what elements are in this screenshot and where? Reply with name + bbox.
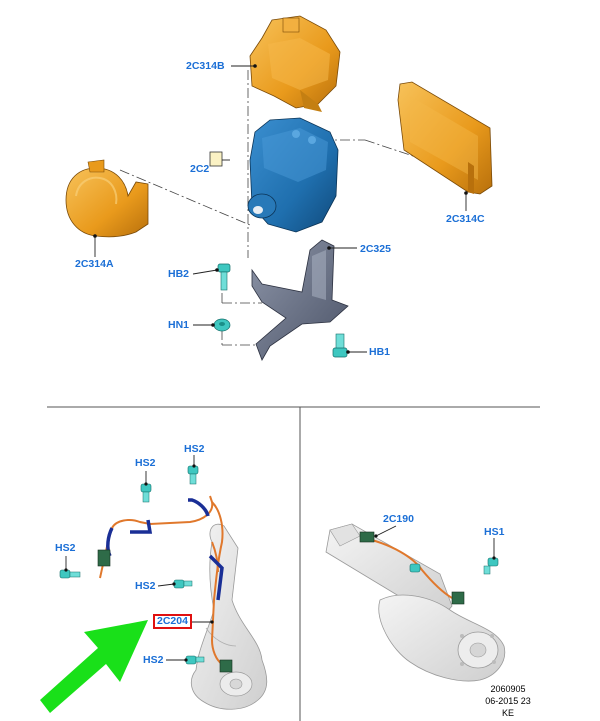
label-hb2[interactable]: HB2 xyxy=(168,268,190,280)
label-2c314c[interactable]: 2C314C xyxy=(446,213,485,225)
bracket-2c314c xyxy=(397,81,493,195)
bracket-2c314b xyxy=(249,15,341,112)
clip-hs2-a xyxy=(140,483,152,503)
rear-strut xyxy=(325,523,506,682)
label-hs2-a[interactable]: HS2 xyxy=(135,457,156,469)
label-hs2-e[interactable]: HS2 xyxy=(143,654,164,666)
bolt-hb2 xyxy=(217,263,231,291)
bracket-2c314a xyxy=(65,159,149,238)
front-knuckle xyxy=(190,523,268,710)
leader-lines-bottom-left xyxy=(64,455,214,662)
rear-speed-sensor xyxy=(359,531,465,605)
label-hs2-d[interactable]: HS2 xyxy=(135,580,156,592)
wheel-speed-harness xyxy=(97,495,233,673)
connector-tag xyxy=(209,151,223,167)
clip-hs2-d xyxy=(173,579,193,589)
mount-bracket-2c325 xyxy=(251,239,349,361)
label-2c325[interactable]: 2C325 xyxy=(360,243,391,255)
reference-line-2: 06-2015 23 xyxy=(485,696,531,706)
label-module[interactable]: 2C2 xyxy=(190,163,210,175)
clip-hs2-b xyxy=(187,465,199,485)
reference-line-3: KE xyxy=(501,708,514,718)
leader-lines-bottom-right xyxy=(374,525,496,560)
label-hs2-b[interactable]: HS2 xyxy=(184,443,205,455)
bolt-hb1 xyxy=(332,333,348,358)
reference-line-1: 2060905 xyxy=(490,684,526,694)
label-2c314a[interactable]: 2C314A xyxy=(75,258,114,270)
label-hs2-c[interactable]: HS2 xyxy=(55,542,76,554)
nut-hn1 xyxy=(213,318,231,332)
clip-hs1 xyxy=(483,557,499,575)
highlight-arrow xyxy=(40,620,148,713)
label-hn1[interactable]: HN1 xyxy=(168,319,190,331)
abs-module xyxy=(247,117,339,233)
clip-hs2-c xyxy=(59,569,81,579)
label-hb1[interactable]: HB1 xyxy=(369,346,391,358)
leader-lines-top xyxy=(93,64,468,354)
label-2c190[interactable]: 2C190 xyxy=(383,513,414,525)
label-hs1[interactable]: HS1 xyxy=(484,526,505,538)
label-2c314b[interactable]: 2C314B xyxy=(186,60,225,72)
label-2c204-highlighted[interactable]: 2C204 xyxy=(153,614,192,629)
